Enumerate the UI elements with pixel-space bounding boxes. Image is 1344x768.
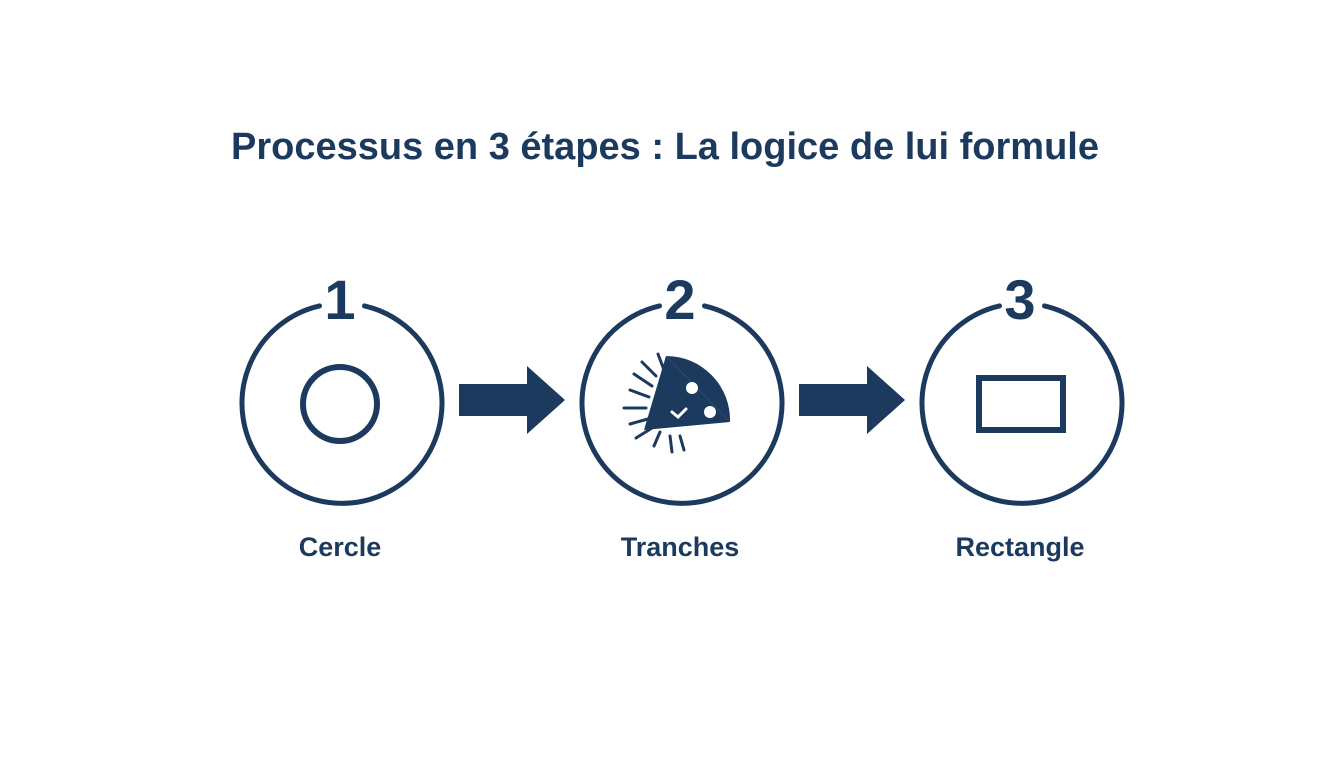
step-number: 2 xyxy=(664,268,696,331)
step-number: 3 xyxy=(1004,268,1036,331)
circle-icon xyxy=(300,364,380,444)
step-label: Cercle xyxy=(298,532,382,562)
pizza-slice-icon xyxy=(622,352,731,454)
rectangle-icon xyxy=(976,375,1066,433)
step-label: Rectangle xyxy=(955,532,1085,562)
step-3: 3 Rectangle xyxy=(916,262,1132,582)
step-1: 1 Cercle xyxy=(236,262,452,582)
step-ring xyxy=(919,303,1125,506)
step-2: 2 Tranches xyxy=(576,262,792,582)
arrow-right-icon xyxy=(459,366,565,434)
step-number: 1 xyxy=(324,268,356,331)
step-ring xyxy=(579,303,785,506)
step-ring xyxy=(239,303,445,506)
arrow-right-icon xyxy=(799,366,905,434)
page-title: Processus en 3 étapes : La logice de lui… xyxy=(231,126,1099,168)
step-label: Tranches xyxy=(620,532,740,562)
